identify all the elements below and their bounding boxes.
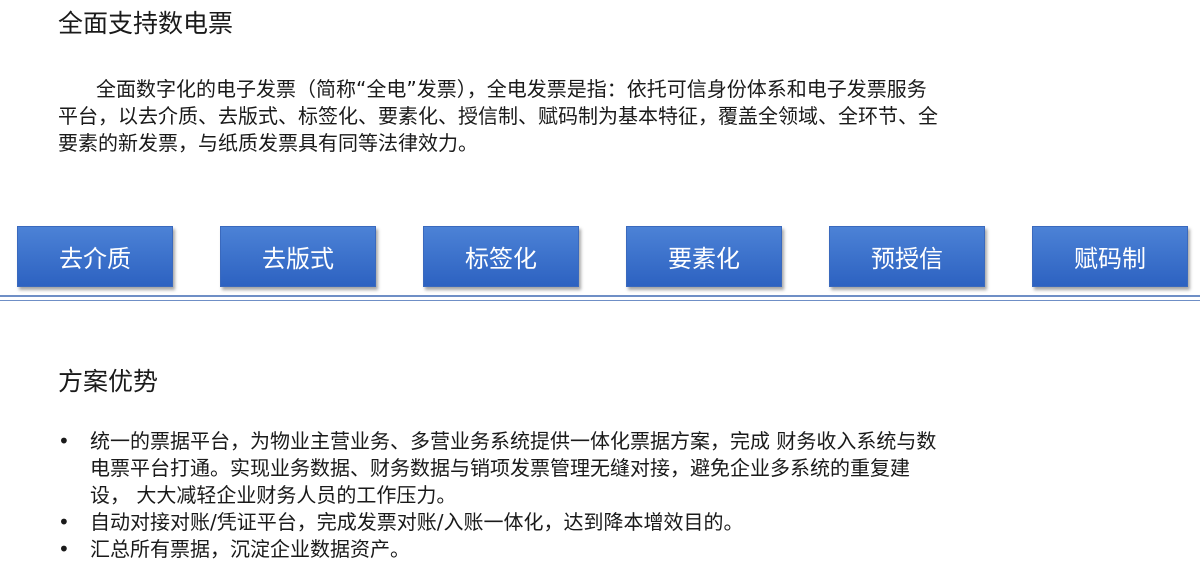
bullet-icon: •	[58, 510, 70, 534]
intro-paragraph: 全面数字化的电子发票（简称“全电”发票），全电发票是指：依托可信身份体系和电子发…	[58, 77, 938, 155]
advantage-text: 自动对接对账/凭证平台，完成发票对账/入账一体化，达到降本增效目的。	[90, 510, 744, 534]
feature-box-fumazhi: 赋码制	[1032, 226, 1188, 287]
feature-box-biaoqianhua: 标签化	[423, 226, 579, 287]
feature-box-qubanshi: 去版式	[220, 226, 376, 287]
section-divider-thin	[0, 300, 1200, 301]
bullet-icon: •	[58, 537, 70, 561]
advantage-text: 统一的票据平台，为物业主营业务、多营业务系统提供一体化票据方案，完成 财务收入系…	[90, 429, 937, 507]
feature-box-yaosuhua: 要素化	[626, 226, 782, 287]
feature-box-yushouxin: 预授信	[829, 226, 985, 287]
list-item: • 自动对接对账/凭证平台，完成发票对账/入账一体化，达到降本增效目的。	[58, 509, 938, 536]
advantage-text: 汇总所有票据，沉淀企业数据资产。	[90, 537, 410, 561]
advantages-list: • 统一的票据平台，为物业主营业务、多营业务系统提供一体化票据方案，完成 财务收…	[58, 428, 938, 563]
feature-box-qujiezhi: 去介质	[17, 226, 173, 287]
page-title: 全面支持数电票	[58, 9, 234, 38]
advantages-title: 方案优势	[58, 367, 159, 396]
section-divider	[0, 295, 1200, 297]
list-item: • 汇总所有票据，沉淀企业数据资产。	[58, 536, 938, 563]
list-item: • 统一的票据平台，为物业主营业务、多营业务系统提供一体化票据方案，完成 财务收…	[58, 428, 938, 509]
bullet-icon: •	[58, 429, 70, 453]
feature-bar: 去介质 去版式 标签化 要素化 预授信 赋码制	[17, 226, 1188, 287]
